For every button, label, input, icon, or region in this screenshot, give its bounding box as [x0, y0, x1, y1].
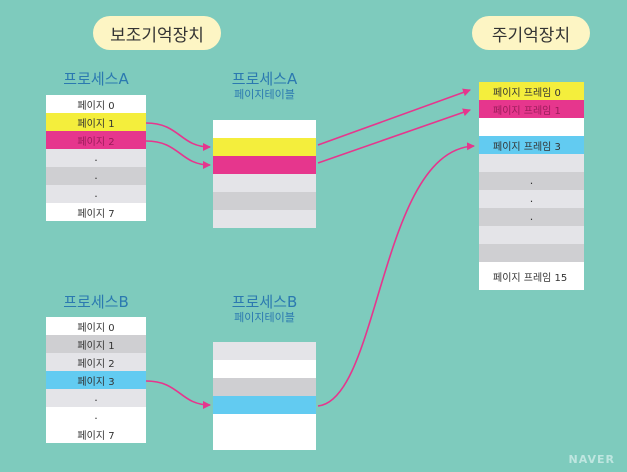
- frame-cell: [479, 118, 584, 136]
- arrow-a-table-to-frame0: [317, 88, 471, 146]
- table-entry: [213, 432, 316, 450]
- page-cell: 페이지 3: [46, 371, 146, 389]
- table-entry: [213, 192, 316, 210]
- frame-cell: 페이지 프레임 0: [479, 82, 584, 100]
- table-entry: [213, 210, 316, 228]
- frame-cell: [479, 244, 584, 262]
- frame-cell: 페이지 프레임 1: [479, 100, 584, 118]
- frame-cell: .: [479, 208, 584, 226]
- table-entry: [213, 414, 316, 432]
- arrow-a-page1-to-table: [145, 122, 211, 151]
- process-b-page-table-title: 프로세스B: [231, 293, 298, 311]
- page-cell: 페이지 1: [46, 335, 146, 353]
- arrow-b-table-to-frame3: [317, 142, 475, 407]
- arrow-a-table-to-frame1: [317, 108, 471, 164]
- page-cell: 페이지 2: [46, 353, 146, 371]
- frame-cell: .: [479, 190, 584, 208]
- table-entry: [213, 120, 316, 138]
- ellipsis-cell: .: [46, 149, 146, 167]
- page-cell: 페이지 0: [46, 317, 146, 335]
- table-entry: [213, 360, 316, 378]
- frame-cell: .: [479, 172, 584, 190]
- table-entry: [213, 174, 316, 192]
- table-entry: [213, 342, 316, 360]
- process-a-title: 프로세스A: [63, 70, 129, 88]
- page-cell: 페이지 7: [46, 425, 146, 443]
- frame-cell: 페이지 프레임 15: [479, 262, 584, 290]
- process-b-page-table-subtitle: 페이지테이블: [234, 311, 295, 324]
- process-a-pages: 페이지 0 페이지 1 페이지 2 . . . 페이지 7: [46, 95, 146, 221]
- main-memory-frames: 페이지 프레임 0 페이지 프레임 1 페이지 프레임 3 . . . 페이지 …: [479, 82, 584, 290]
- process-b-pages: 페이지 0 페이지 1 페이지 2 페이지 3 . . 페이지 7: [46, 317, 146, 443]
- process-b-title: 프로세스B: [63, 293, 129, 311]
- table-entry: [213, 396, 316, 414]
- ellipsis-cell: .: [46, 407, 146, 425]
- table-entry: [213, 138, 316, 156]
- process-b-page-table: [213, 342, 316, 450]
- ellipsis-cell: .: [46, 389, 146, 407]
- ellipsis-cell: .: [46, 185, 146, 203]
- process-a-page-table: [213, 120, 316, 228]
- naver-watermark: NAVER: [568, 453, 615, 466]
- page-cell: 페이지 7: [46, 203, 146, 221]
- frame-cell: 페이지 프레임 3: [479, 136, 584, 154]
- table-entry: [213, 156, 316, 174]
- process-a-page-table-subtitle: 페이지테이블: [234, 88, 295, 101]
- page-cell: 페이지 0: [46, 95, 146, 113]
- arrow-a-page2-to-table: [145, 140, 211, 169]
- page-cell: 페이지 2: [46, 131, 146, 149]
- table-entry: [213, 378, 316, 396]
- process-a-page-table-title: 프로세스A: [231, 70, 298, 88]
- frame-cell: [479, 154, 584, 172]
- main-memory-label: 주기억장치: [472, 16, 590, 50]
- arrow-b-page3-to-table: [145, 380, 211, 409]
- frame-cell: [479, 226, 584, 244]
- page-cell: 페이지 1: [46, 113, 146, 131]
- ellipsis-cell: .: [46, 167, 146, 185]
- secondary-storage-label: 보조기억장치: [93, 16, 221, 50]
